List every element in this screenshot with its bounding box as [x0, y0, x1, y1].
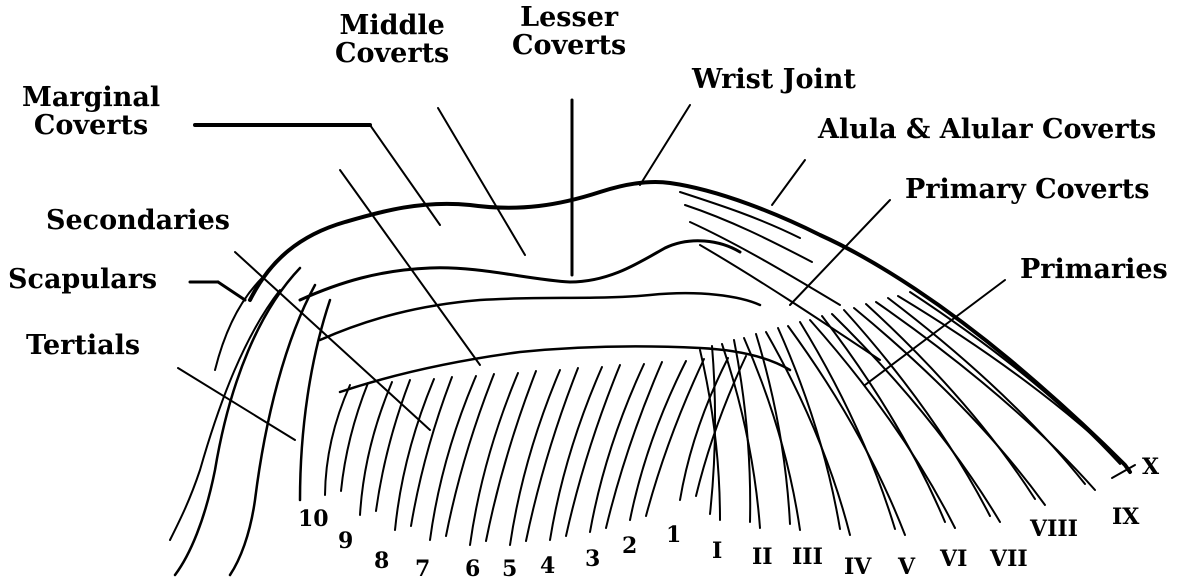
alula-pointer [772, 160, 805, 205]
middle-coverts-band [320, 293, 760, 340]
primary-feather-edge-1 [710, 346, 715, 514]
secondary-number-1: 1 [666, 524, 681, 547]
primary-number-i: I [712, 540, 722, 563]
secondary-number-3: 3 [585, 548, 600, 571]
secondary-number-8: 8 [374, 550, 389, 573]
primary-number-v: V [898, 556, 915, 579]
primary-feather-10 [898, 296, 1130, 470]
secondary-feather-3 [590, 364, 644, 532]
tertial-feather-1 [175, 268, 300, 575]
secondary-number-9: 9 [338, 530, 353, 553]
secondary-number-6: 6 [465, 558, 480, 581]
middle-coverts-pointer [438, 108, 525, 255]
primary-number-ix: IX [1112, 506, 1139, 529]
primary-number-vi: VI [940, 548, 967, 571]
secondary-feather-edge-7 [446, 374, 494, 536]
lesser-coverts-label: Lesser Coverts [512, 4, 626, 61]
secondary-number-10: 10 [298, 508, 329, 531]
primary-number-x: X [1142, 456, 1159, 479]
secondary-feather-6 [470, 373, 518, 545]
middle-coverts-line-2: Coverts [335, 40, 449, 68]
lesser-coverts-line-1: Lesser [512, 4, 626, 32]
secondary-number-4: 4 [540, 555, 555, 578]
wrist-joint-pointer [640, 105, 690, 185]
secondary-number-7: 7 [415, 558, 430, 581]
secondary-feather-10 [325, 385, 350, 495]
secondary-feathers [325, 356, 746, 545]
primary-feathers [700, 292, 1130, 535]
secondary-feather-1 [680, 358, 728, 500]
scapulars-label: Scapulars [8, 266, 157, 294]
primaries-pointer [865, 280, 1005, 385]
secondaries-label: Secondaries [46, 207, 230, 235]
wing-upper-edge [250, 182, 1130, 472]
primary-feather-8 [854, 308, 1045, 505]
secondary-feather-2 [630, 361, 686, 520]
tertials-label: Tertials [26, 332, 140, 360]
lesser-coverts-line-2: Coverts [512, 32, 626, 60]
alula-streak-4 [700, 245, 880, 360]
tertial-feather-4 [170, 290, 280, 540]
secondary-feather-edge-1 [696, 356, 746, 496]
primary-feather-3 [744, 338, 800, 530]
primary-coverts-pointer [790, 200, 890, 305]
primary-number-viii: VIII [1030, 518, 1078, 541]
middle-coverts-label: Middle Coverts [335, 12, 449, 69]
marginal-coverts-label: Marginal Coverts [22, 84, 160, 141]
secondary-feather-5 [510, 370, 560, 545]
marginal-coverts-pointer [370, 125, 440, 225]
primary-number-vii: VII [990, 548, 1028, 571]
primary-feather-edge-2 [734, 340, 750, 522]
coverts-ridge [300, 241, 740, 300]
secondary-number-5: 5 [502, 558, 517, 581]
primary-number-ii: II [752, 546, 773, 569]
primary-feather-1 [700, 350, 720, 520]
marginal-coverts-line-2: Coverts [22, 112, 160, 140]
middle-coverts-line-1: Middle [335, 12, 449, 40]
wrist-joint-label: Wrist Joint [692, 66, 856, 94]
primaries-label: Primaries [1020, 256, 1168, 284]
secondary-number-2: 2 [622, 535, 637, 558]
scapulars-pointer-2 [218, 282, 245, 300]
marginal-coverts-line-1: Marginal [22, 84, 160, 112]
alula-label: Alula & Alular Coverts [818, 116, 1156, 144]
secondary-feather-edge-8 [411, 377, 452, 526]
secondary-feather-edge-9 [376, 380, 410, 511]
primary-number-iv: IV [844, 556, 871, 579]
secondary-feather-7 [430, 376, 476, 540]
primary-feather-2 [722, 344, 760, 528]
primary-coverts-label: Primary Coverts [905, 176, 1149, 204]
secondaries-pointer [235, 252, 430, 430]
primary-feather-edge-9 [888, 298, 1085, 484]
primary-number-iii: III [792, 546, 823, 569]
